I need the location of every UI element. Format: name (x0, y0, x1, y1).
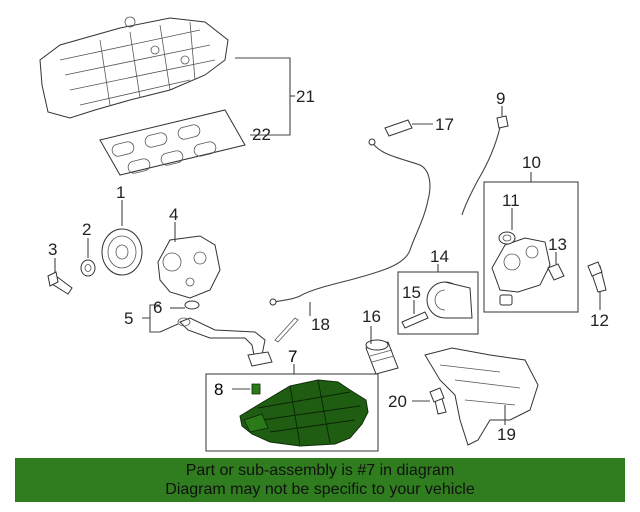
callout-15: 15 (402, 283, 421, 302)
callout-18: 18 (311, 315, 330, 334)
cooler-bolt-part (401, 311, 429, 329)
crankshaft-pulley-part (101, 228, 143, 276)
bolt-20-part (429, 387, 447, 415)
oil-pan-part-highlighted (239, 379, 369, 447)
callout-21: 21 (296, 87, 315, 106)
callout-22: 22 (252, 125, 271, 144)
pulley-bolt-part (47, 271, 73, 295)
callout-1: 1 (116, 183, 125, 202)
callout-14: 14 (430, 247, 449, 266)
callout-7: 7 (288, 347, 297, 366)
callout-4: 4 (169, 205, 178, 224)
callout-17: 17 (435, 115, 454, 134)
oil-pressure-sensor-part (547, 263, 565, 281)
bolt-12-part (587, 261, 607, 293)
callout-9: 9 (496, 89, 505, 108)
callout-3: 3 (48, 240, 57, 259)
callout-5: 5 (124, 309, 133, 328)
callout-11: 11 (502, 191, 520, 210)
banner-line-2: Diagram may not be specific to your vehi… (165, 481, 475, 498)
callout-19: 19 (497, 425, 516, 444)
intake-manifold-part (39, 16, 229, 119)
washer-part (80, 259, 96, 277)
info-banner: Part or sub-assembly is #7 in diagram Di… (15, 458, 625, 502)
oil-filter-part (365, 339, 399, 375)
callout-16: 16 (362, 307, 381, 326)
splash-shield-part (424, 347, 539, 446)
oil-pump-part (157, 235, 221, 299)
oil-filter-adapter-part (491, 231, 551, 306)
drain-plug-part-highlighted (251, 383, 261, 395)
callout-8: 8 (214, 380, 223, 399)
wiring-harness-part (269, 119, 431, 306)
dipstick-part (461, 115, 509, 216)
o-ring-part (184, 300, 200, 310)
callout-6: 6 (153, 298, 162, 317)
callout-13: 13 (548, 235, 567, 254)
banner-line-1: Part or sub-assembly is #7 in diagram (185, 462, 455, 479)
oil-cooler-part (426, 281, 473, 319)
callout-20: 20 (388, 392, 407, 411)
oil-pickup-tube-part (177, 317, 273, 367)
group-box-7 (205, 373, 379, 452)
intake-gasket-set-part (99, 109, 246, 176)
callout-10: 10 (522, 153, 541, 172)
callout-2: 2 (82, 220, 91, 239)
callout-12: 12 (590, 311, 609, 330)
parts-diagram: 21 22 1 2 3 4 6 5 (39, 16, 609, 452)
